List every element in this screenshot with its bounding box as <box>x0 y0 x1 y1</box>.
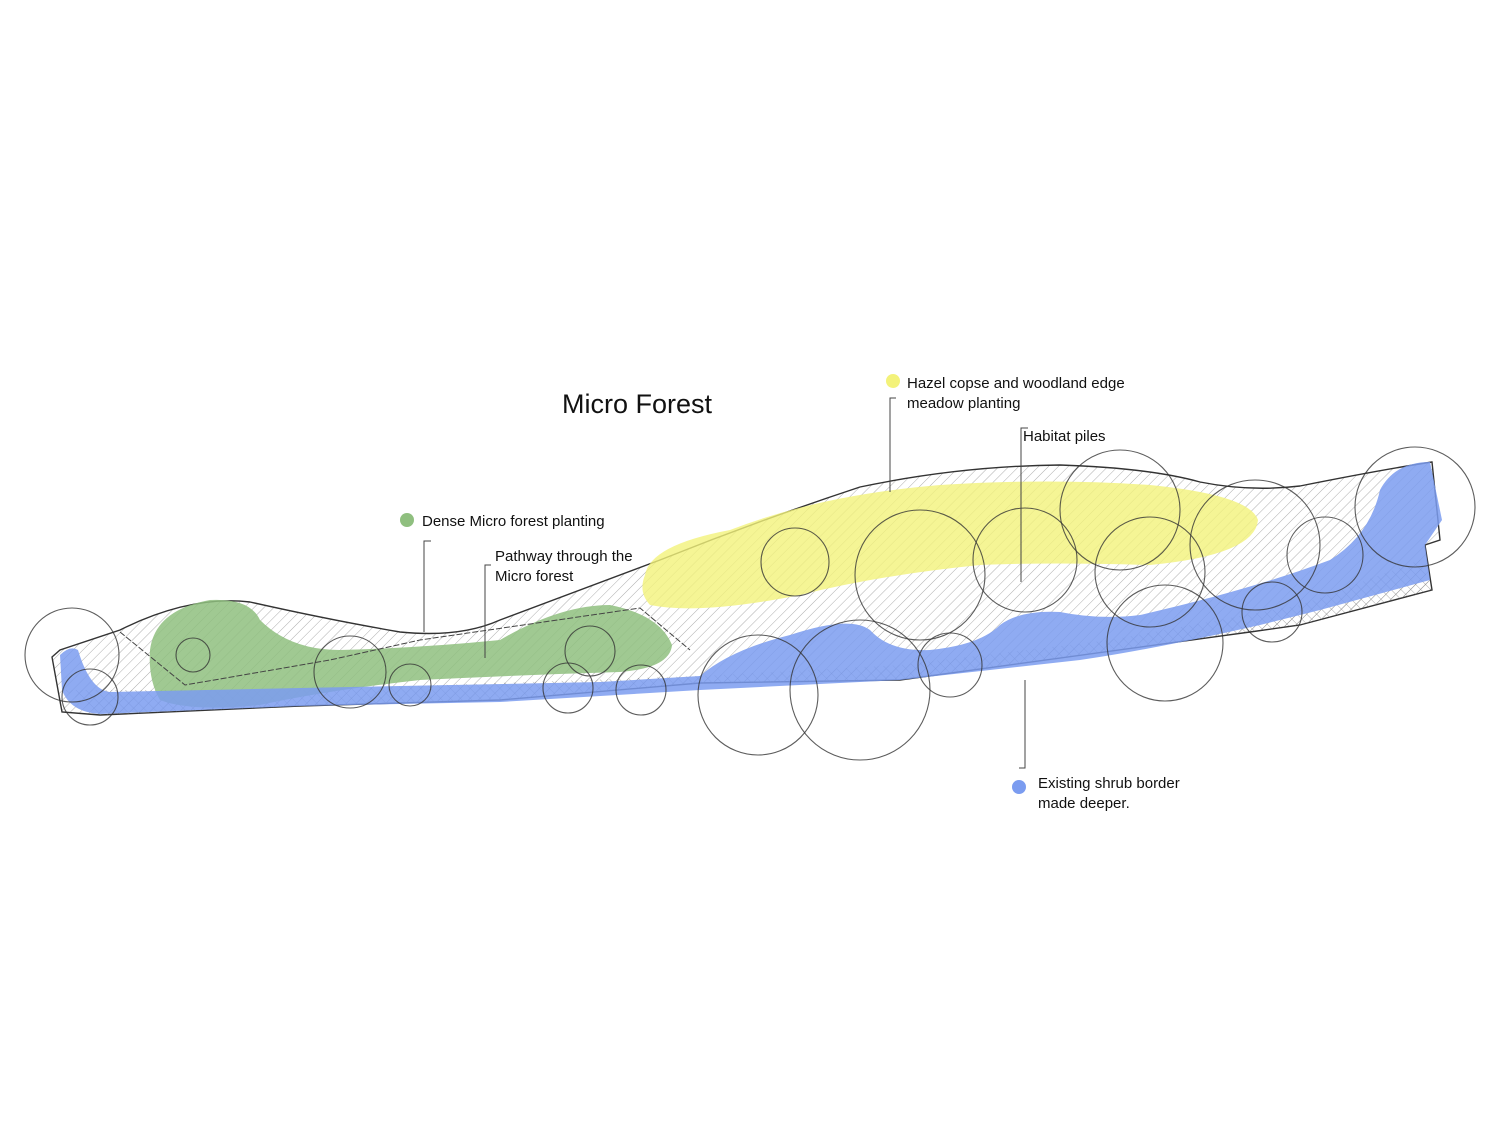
shrub-border-zone <box>60 462 1442 714</box>
habitat-label: Habitat piles <box>1023 428 1106 445</box>
hazel-label-2: meadow planting <box>907 395 1020 412</box>
legend-dot-yellow <box>886 374 900 388</box>
pathway <box>119 607 691 686</box>
shrub-label-1: Existing shrub border <box>1038 775 1180 792</box>
micro-forest-zone <box>149 599 672 708</box>
leader-hazel <box>889 397 896 492</box>
leader-habitat <box>1020 427 1028 582</box>
diagram-title: Micro Forest <box>562 389 713 419</box>
leader-dense <box>423 540 431 632</box>
leader-pathway <box>484 564 491 658</box>
dense-label: Dense Micro forest planting <box>422 513 605 530</box>
tree-circles <box>24 446 1476 761</box>
legend-dot-blue <box>1012 780 1026 794</box>
leader-shrub <box>1019 680 1026 769</box>
shrub-label-2: made deeper. <box>1038 795 1130 812</box>
hazel-label-1: Hazel copse and woodland edge <box>907 375 1125 392</box>
pathway-label-2: Micro forest <box>495 568 574 585</box>
legend-dot-green <box>400 513 414 527</box>
pathway-label-1: Pathway through the <box>495 548 633 565</box>
hazel-copse-zone <box>642 481 1258 609</box>
